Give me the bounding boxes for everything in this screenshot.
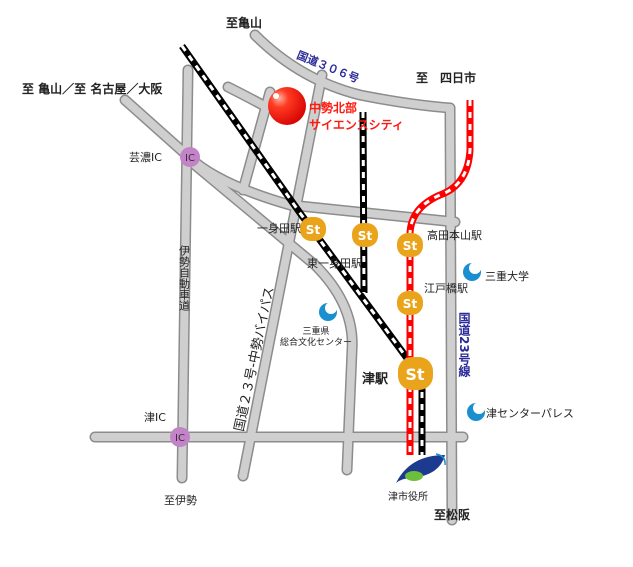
label-to-ise: 至伊勢	[164, 493, 197, 507]
station-tsu[interactable]: St	[398, 357, 433, 390]
station-takadahonzan[interactable]: St	[397, 233, 423, 257]
label-science-city-1: 中勢北部	[309, 100, 357, 115]
station-higashi-ishinden[interactable]: St	[352, 223, 378, 247]
label-higashi-ishinden: 東一身田駅	[307, 256, 362, 270]
label-edobashi: 江戸橋駅	[424, 281, 468, 295]
label-to-kameyama: 至亀山	[226, 15, 262, 30]
label-geino-ic: 芸濃IC	[129, 150, 162, 164]
label-route23: 国道23号線	[457, 312, 471, 378]
label-tsu-ic: 津IC	[144, 411, 166, 424]
culture-center-icon	[319, 302, 337, 321]
label-to-yokkaichi: 至 四日市	[416, 70, 476, 85]
center-palace-icon	[467, 402, 485, 421]
railways	[179, 43, 474, 455]
label-culture-center-1: 三重県	[302, 325, 329, 337]
jr-rail-north	[359, 111, 368, 294]
label-culture-center-2: 総合文化センター	[280, 336, 352, 348]
label-city-hall: 津市役所	[388, 490, 428, 503]
svg-text:St: St	[403, 297, 418, 311]
tsu-ic-marker: IC	[170, 427, 190, 447]
city-hall-logo	[396, 453, 446, 483]
label-ise-expressway: 伊勢自動車道	[178, 245, 191, 311]
label-mie-university: 三重大学	[485, 269, 529, 283]
station-ishinden[interactable]: St	[300, 217, 326, 241]
station-edobashi[interactable]: St	[397, 291, 423, 315]
geino-ic-marker: IC	[180, 147, 200, 167]
svg-text:St: St	[403, 239, 418, 253]
science-city-marker	[268, 87, 306, 125]
svg-text:St: St	[358, 229, 373, 243]
svg-text:St: St	[405, 365, 425, 384]
svg-text:IC: IC	[185, 153, 195, 164]
label-science-city-2: サイエンスシティ	[309, 118, 404, 132]
svg-text:St: St	[306, 223, 321, 237]
label-ishinden: 一身田駅	[257, 221, 301, 235]
label-to-matsusaka: 至松阪	[434, 507, 471, 522]
mie-university-icon	[463, 262, 481, 281]
label-takadahonzan: 高田本山駅	[427, 228, 482, 242]
label-tsu-station: 津駅	[362, 371, 389, 387]
label-center-palace: 津センターパレス	[486, 407, 574, 420]
label-to-nagoya: 至 亀山／至 名古屋／大阪	[22, 81, 163, 96]
svg-text:IC: IC	[175, 433, 185, 444]
